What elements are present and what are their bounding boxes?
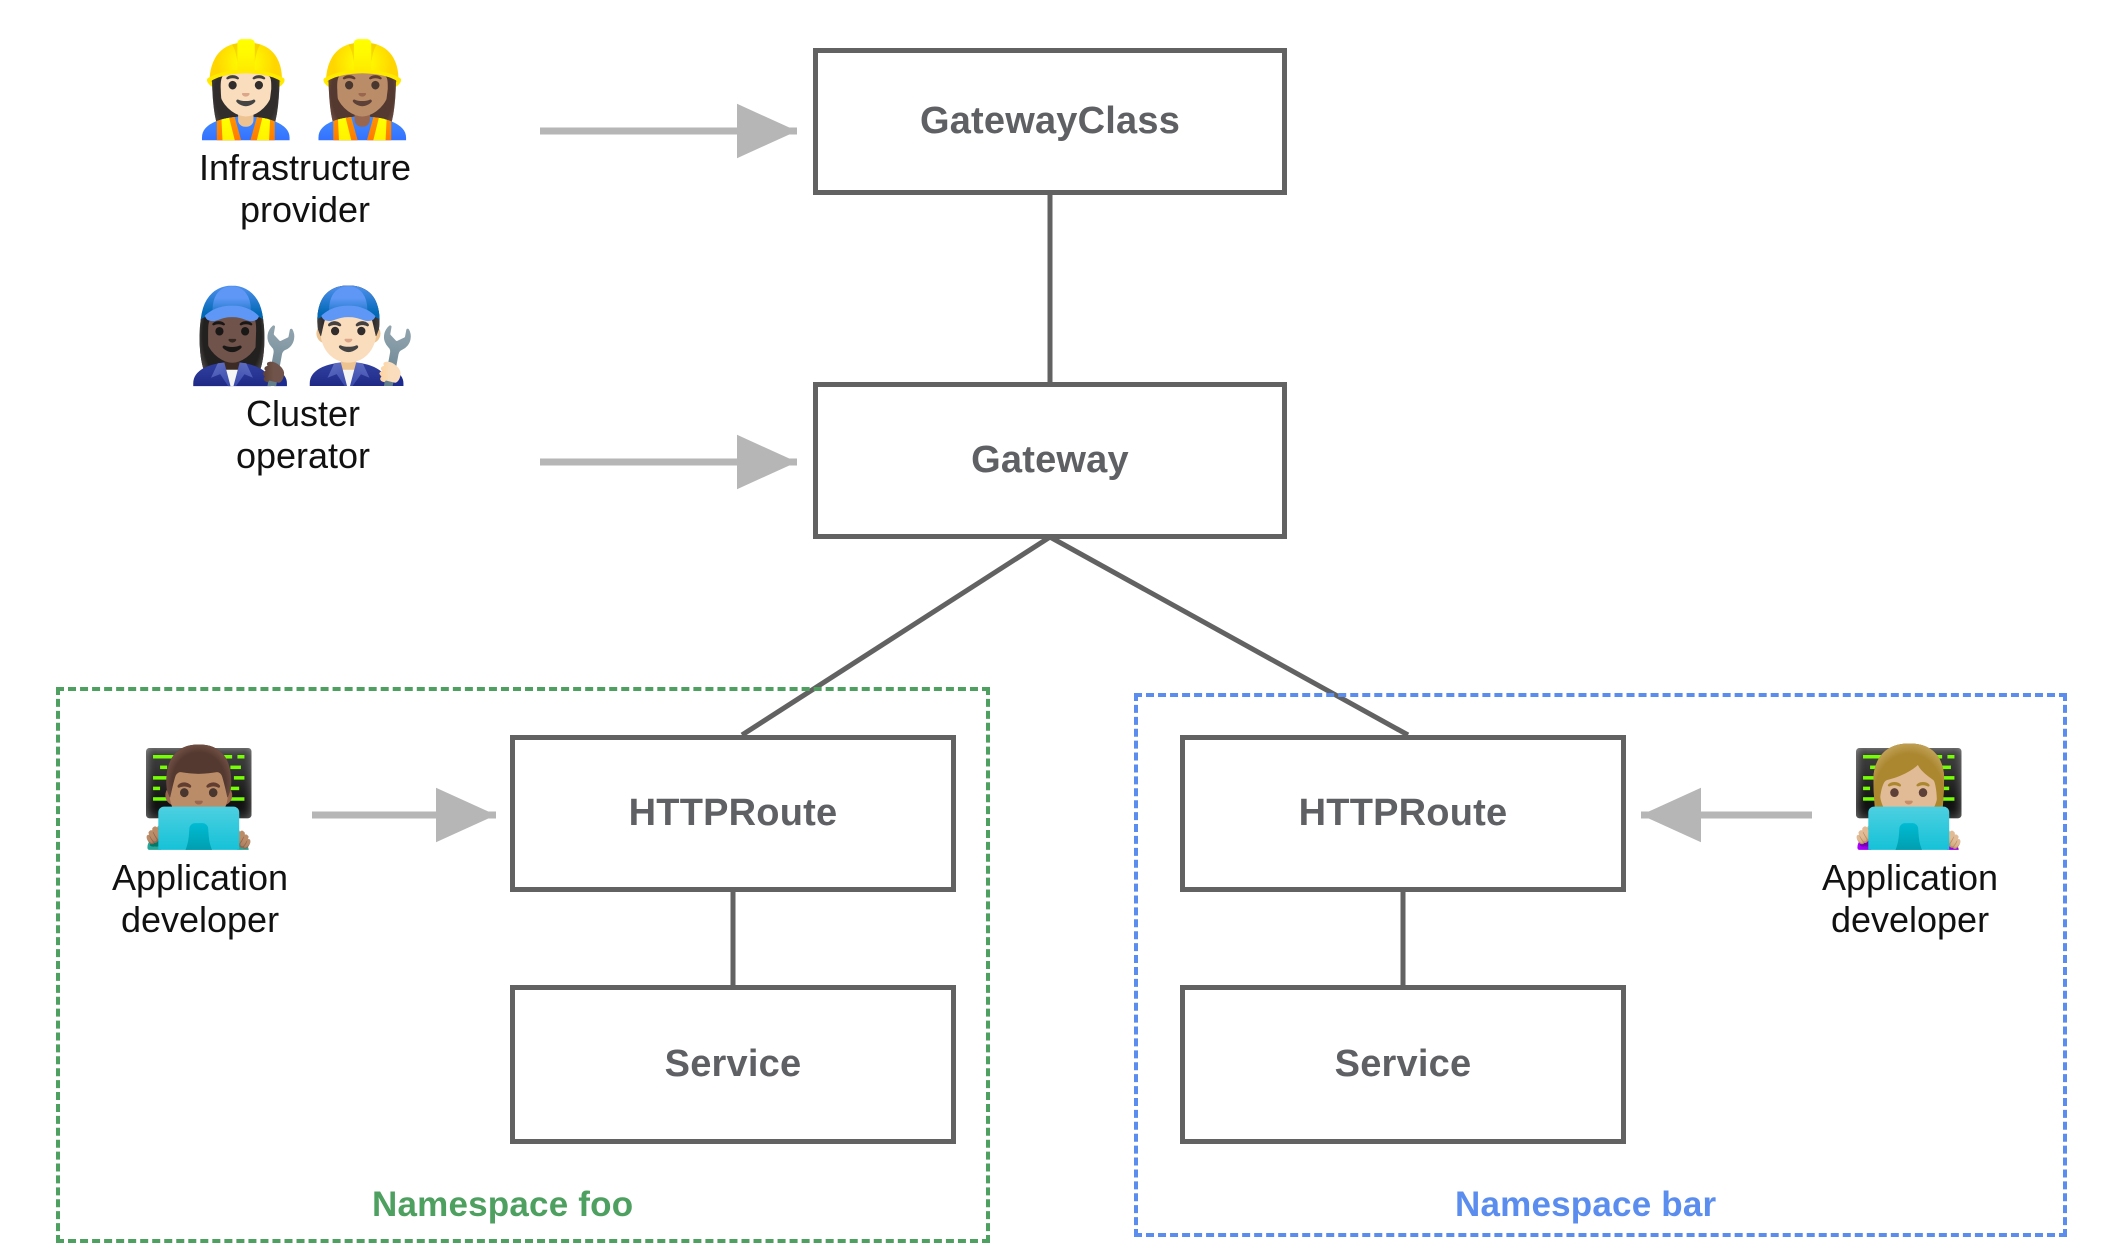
namespace-bar-label: Namespace bar [1455,1185,1717,1224]
namespace-bar-container [1134,693,2067,1237]
persona-application-developer-bar-label: Application developer [1821,856,1999,940]
gateway-label: Gateway [971,439,1129,481]
man-technologist-icon: 👨🏽‍💻 [139,744,261,851]
gateway-node[interactable]: Gateway [813,382,1287,539]
persona-application-developer-foo: 👨🏽‍💻 Application developer [100,744,300,941]
woman-technologist-icon: 👩🏼‍💻 [1849,744,1971,851]
httproute-bar-node[interactable]: HTTPRoute [1180,735,1626,892]
httproute-foo-label: HTTPRoute [628,792,838,834]
httproute-bar-label: HTTPRoute [1298,792,1508,834]
persona-infrastructure-provider: 👷🏻‍♀️👷🏽‍♀️ Infrastructure provider [180,42,430,231]
service-foo-node[interactable]: Service [510,985,956,1144]
service-foo-label: Service [664,1043,802,1085]
persona-cluster-operator-label: Cluster operator [235,392,371,476]
namespace-foo-label: Namespace foo [372,1185,634,1224]
httproute-foo-node[interactable]: HTTPRoute [510,735,956,892]
gatewayclass-node[interactable]: GatewayClass [813,48,1287,195]
persona-application-developer-foo-label: Application developer [111,856,289,940]
namespace-foo-container [56,687,990,1243]
gatewayclass-label: GatewayClass [919,100,1181,142]
persona-application-developer-bar: 👩🏼‍💻 Application developer [1810,744,2010,941]
persona-cluster-operator: 👩🏿‍🔧👨🏻‍🔧 Cluster operator [186,285,420,477]
woman-construction-worker-pair-icon: 👷🏻‍♀️👷🏽‍♀️ [188,39,422,141]
persona-infrastructure-provider-label: Infrastructure provider [198,146,412,230]
mechanic-pair-icon: 👩🏿‍🔧👨🏻‍🔧 [186,285,420,387]
service-bar-node[interactable]: Service [1180,985,1626,1144]
service-bar-label: Service [1334,1043,1472,1085]
